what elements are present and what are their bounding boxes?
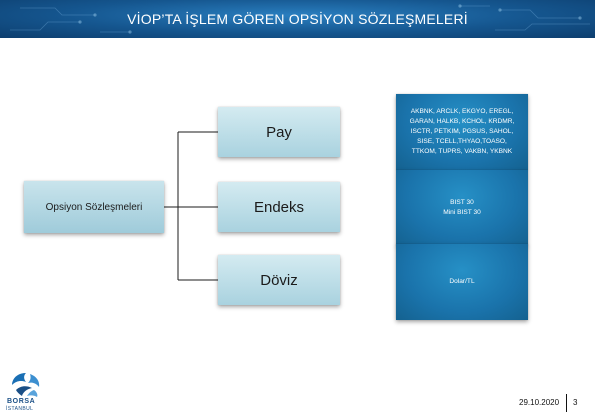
- value-line: Dolar/TL: [449, 278, 475, 285]
- category-label: Döviz: [260, 271, 298, 289]
- page-number: 3: [573, 398, 578, 407]
- category-node-doviz: Döviz: [218, 255, 340, 305]
- footer-divider: [566, 394, 567, 412]
- logo-name: BORSA: [7, 398, 36, 405]
- category-node-endeks: Endeks: [218, 182, 340, 232]
- root-label: Opsiyon Sözleşmeleri: [45, 201, 143, 213]
- page-title: VİOP’TA İŞLEM GÖREN OPSİYON SÖZLEŞMELERİ: [127, 11, 468, 27]
- value-node-doviz: Dolar/TL: [396, 244, 528, 320]
- category-label: Endeks: [253, 198, 305, 216]
- value-line: SISE, TCELL,THYAO,TOASO,: [417, 138, 507, 145]
- value-line: BIST 30: [450, 199, 474, 206]
- value-node-pay: AKBNK, ARCLK, EKGYO, EREGL, GARAN, HALKB…: [396, 94, 528, 170]
- value-line: TTKOM, TUPRS, VAKBN, YKBNK: [411, 148, 513, 155]
- category-label: Pay: [266, 123, 292, 141]
- value-line: Mini BIST 30: [443, 209, 481, 216]
- root-node: Opsiyon Sözleşmeleri: [24, 181, 164, 233]
- footer-date: 29.10.2020: [519, 398, 560, 407]
- title-banner: VİOP’TA İŞLEM GÖREN OPSİYON SÖZLEŞMELERİ: [0, 0, 595, 38]
- circuit-pattern: [10, 4, 590, 34]
- value-line: AKBNK, ARCLK, EKGYO, EREGL,: [410, 108, 514, 115]
- value-node-endeks: BIST 30 Mini BIST 30: [396, 170, 528, 246]
- category-node-pay: Pay: [218, 107, 340, 157]
- borsa-istanbul-logo-icon: [12, 373, 40, 397]
- value-line: ISCTR, PETKIM, PGSUS, SAHOL,: [410, 128, 514, 135]
- value-line: GARAN, HALKB, KCHOL, KRDMR,: [409, 118, 515, 125]
- logo-city: İSTANBUL: [6, 406, 34, 412]
